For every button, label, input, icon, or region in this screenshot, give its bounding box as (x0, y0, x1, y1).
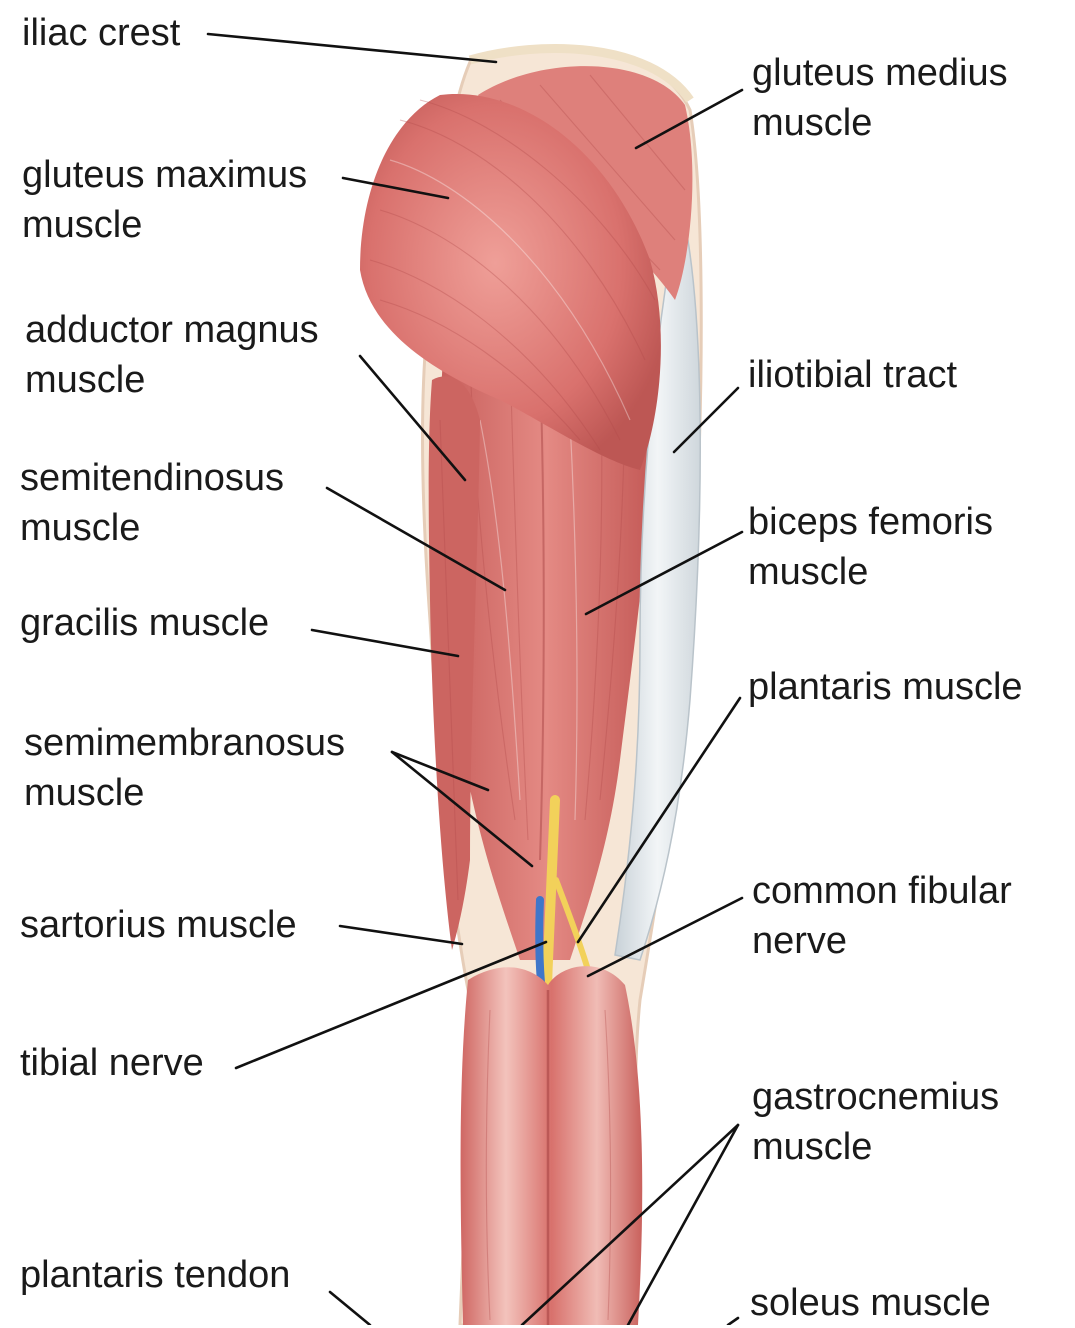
label-gluteus-maximus: gluteus maximus muscle (22, 154, 308, 246)
label-gracilis: gracilis muscle (20, 602, 270, 644)
label-iliotibial-tract: iliotibial tract (748, 354, 958, 396)
label-gluteus-medius: gluteus medius muscle (752, 52, 1008, 144)
label-soleus: soleus muscle (750, 1282, 991, 1324)
label-tibial-nerve: tibial nerve (20, 1042, 204, 1084)
label-common-fibular-nerve: common fibular nerve (752, 870, 1012, 962)
label-iliac-crest: iliac crest (22, 12, 181, 54)
leader-lines (206, 32, 744, 1325)
hamstring-group (439, 308, 653, 960)
label-adductor-magnus: adductor magnus muscle (25, 309, 319, 401)
label-semitendinosus: semitendinosus muscle (20, 457, 285, 549)
label-plantaris-tendon: plantaris tendon (20, 1254, 291, 1296)
medial-thigh-shape (428, 376, 480, 950)
label-gastrocnemius: gastrocnemius muscle (752, 1076, 1000, 1168)
gluteus-maximus-shape (360, 93, 661, 470)
iliotibial-tract-shape (614, 199, 701, 961)
label-semimembranosus: semimembranosus muscle (24, 722, 345, 814)
label-biceps-femoris: biceps femoris muscle (748, 501, 993, 593)
label-sartorius: sartorius muscle (20, 904, 297, 946)
label-plantaris-muscle: plantaris muscle (748, 666, 1023, 708)
calf-shape (460, 966, 643, 1325)
